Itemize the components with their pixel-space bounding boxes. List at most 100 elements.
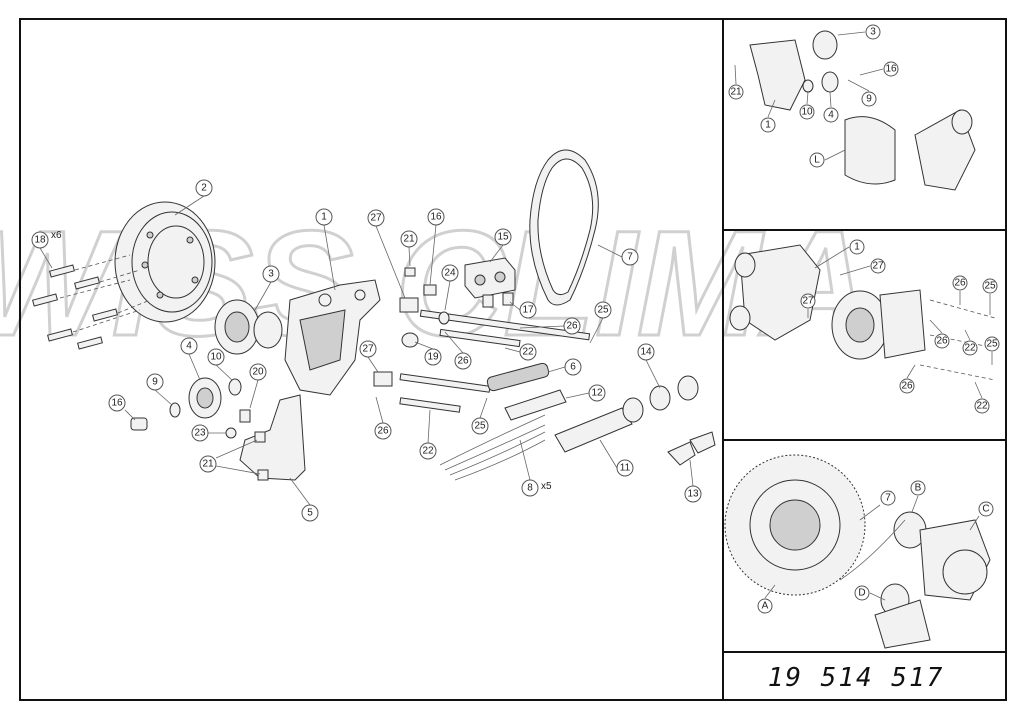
svg-text:21: 21 — [730, 87, 742, 98]
inset2-callout-26c: 26 — [899, 364, 916, 394]
inset1-callout-21: 21 — [728, 64, 744, 100]
callout-15: 15 — [489, 228, 512, 263]
bracket — [284, 279, 381, 396]
straps-8 — [439, 414, 546, 481]
inset-1: 3 16 21 9 1 10 4 L — [728, 24, 976, 191]
sleeve-12 — [504, 389, 567, 421]
inset1-callout-1: 1 — [760, 99, 776, 133]
inset1-callout-9: 9 — [847, 79, 877, 107]
svg-text:4: 4 — [186, 341, 192, 352]
callout-4: 4 — [180, 337, 201, 381]
callout-22a: 22 — [504, 343, 537, 361]
svg-text:11: 11 — [620, 463, 631, 474]
svg-text:C: C — [982, 504, 989, 515]
callout-12: 12 — [565, 384, 606, 402]
svg-text:13: 13 — [687, 489, 699, 500]
svg-text:27: 27 — [872, 261, 884, 272]
callout-9: 9 — [146, 373, 173, 406]
outer-frame — [19, 18, 1007, 701]
svg-text:L: L — [814, 155, 820, 166]
svg-text:25: 25 — [597, 305, 609, 316]
svg-text:26: 26 — [377, 426, 389, 437]
svg-text:17: 17 — [522, 305, 534, 316]
inset2-callout-22a: 22 — [962, 329, 978, 356]
inset2-callout-26b: 26 — [929, 319, 950, 349]
svg-text:D: D — [858, 588, 865, 599]
svg-text:10: 10 — [210, 352, 222, 363]
svg-text:21: 21 — [202, 459, 214, 470]
callout-24: 24 — [441, 264, 459, 311]
svg-text:1: 1 — [854, 242, 860, 253]
svg-text:B: B — [915, 483, 922, 494]
svg-text:A: A — [762, 601, 769, 612]
svg-text:22: 22 — [976, 401, 988, 412]
inset2-callout-1: 1 — [814, 239, 865, 269]
callout-25a: 25 — [589, 301, 612, 344]
callout-1: 1 — [315, 208, 336, 291]
svg-text:20: 20 — [252, 367, 264, 378]
inset3-callout-7: 7 — [859, 490, 896, 521]
svg-text:8: 8 — [527, 483, 533, 494]
manifold-block — [464, 257, 516, 308]
svg-text:22: 22 — [522, 347, 534, 358]
svg-text:26: 26 — [901, 381, 913, 392]
svg-text:1: 1 — [321, 212, 327, 223]
inset2-callout-27b: 27 — [800, 293, 816, 318]
svg-text:18: 18 — [34, 235, 46, 246]
crank-pulley — [114, 201, 216, 323]
callout-8: 8 — [519, 439, 539, 497]
callout-21b: 21 — [199, 439, 261, 475]
callout-26c: 26 — [374, 396, 392, 440]
multiplier-18: x6 — [51, 230, 62, 241]
svg-text:6: 6 — [570, 362, 576, 373]
callout-13: 13 — [684, 459, 702, 503]
callout-16b: 16 — [108, 394, 136, 421]
bolt-16 — [130, 417, 148, 431]
callout-7: 7 — [597, 244, 639, 266]
inset1-callout-10: 10 — [799, 91, 815, 120]
svg-text:19: 19 — [427, 352, 439, 363]
svg-text:26: 26 — [954, 278, 966, 289]
svg-text:26: 26 — [936, 336, 948, 347]
callout-19: 19 — [414, 341, 442, 366]
main-callouts: 1 2 3 4 5 6 7 8 9 10 11 12 13 14 15 16 1… — [31, 179, 702, 522]
svg-text:16: 16 — [111, 398, 123, 409]
callout-26a: 26 — [519, 317, 581, 335]
inset1-callout-3: 3 — [837, 24, 881, 40]
svg-text:14: 14 — [640, 347, 652, 358]
svg-text:1: 1 — [765, 120, 771, 131]
main-exploded-view — [32, 149, 716, 481]
svg-text:3: 3 — [268, 269, 274, 280]
callout-2: 2 — [174, 179, 213, 216]
svg-text:27: 27 — [802, 296, 814, 307]
inset1-callout-4: 4 — [823, 91, 839, 123]
callout-27a: 27 — [367, 209, 406, 299]
svg-text:26: 26 — [457, 356, 469, 367]
svg-text:27: 27 — [370, 213, 382, 224]
inset3-callout-A: A — [757, 584, 776, 614]
svg-text:4: 4 — [828, 110, 834, 121]
long-bolts — [399, 309, 591, 413]
inset2-callout-22b: 22 — [974, 381, 990, 414]
inset2-callout-27a: 27 — [839, 258, 886, 276]
inset-2: 1 27 27 26 25 26 22 25 26 22 — [729, 239, 1000, 414]
callout-20: 20 — [249, 363, 267, 409]
svg-text:21: 21 — [403, 234, 415, 245]
callout-14: 14 — [637, 343, 661, 389]
svg-text:16: 16 — [885, 64, 897, 75]
svg-text:5: 5 — [307, 508, 313, 519]
svg-text:10: 10 — [801, 107, 813, 118]
callout-26b: 26 — [444, 331, 472, 370]
callout-16a: 16 — [427, 208, 445, 286]
callout-11: 11 — [599, 439, 634, 477]
part-number: 19 514 517 — [768, 663, 945, 693]
bolts-18 — [32, 264, 118, 350]
svg-text:25: 25 — [986, 339, 998, 350]
svg-text:9: 9 — [152, 377, 158, 388]
inset3-callout-C: C — [969, 501, 994, 531]
callout-21a: 21 — [400, 230, 418, 267]
clips-13 — [667, 431, 716, 466]
svg-text:27: 27 — [362, 344, 374, 355]
callout-27b: 27 — [359, 340, 379, 373]
inset-3: 7 B C D A — [724, 454, 994, 649]
